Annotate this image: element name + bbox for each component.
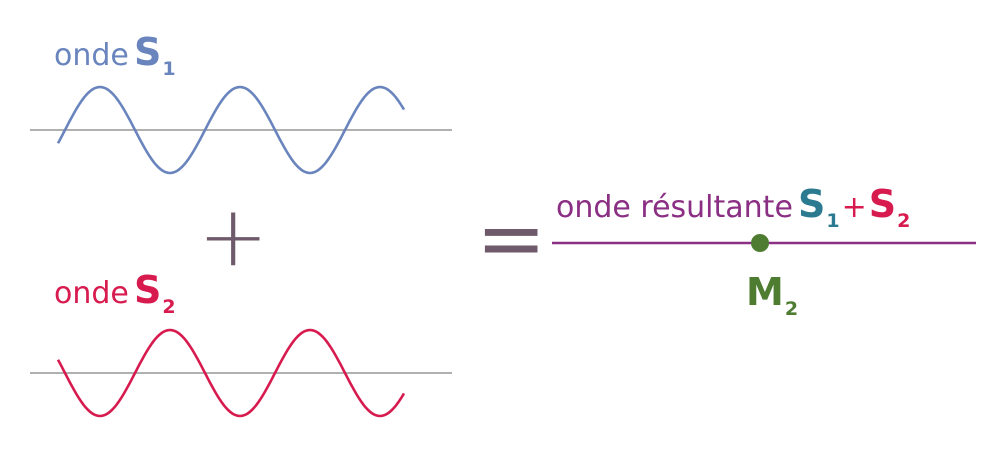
equals-operator: =: [476, 189, 547, 287]
plus-operator: +: [198, 187, 269, 285]
wave-s1-label: onde S1: [54, 30, 176, 80]
resultant-s2-symbol: S: [868, 182, 897, 226]
point-m2-label: M2: [746, 270, 798, 320]
wave-s2-curve: [56, 328, 406, 418]
wave-s1-symbol: S: [133, 30, 162, 74]
resultant-s1-subscript: 1: [826, 210, 840, 232]
resultant-label: onde résultante S1+S2: [556, 182, 910, 232]
wave-s1-prefix: onde: [54, 38, 129, 73]
point-m2-subscript: 2: [784, 298, 799, 320]
wave-s2-subscript: 2: [162, 296, 176, 318]
resultant-s1-symbol: S: [798, 182, 826, 226]
wave-s2-label: onde S2: [54, 268, 176, 318]
wave-s2-symbol: S: [133, 268, 162, 312]
wave-s1-subscript: 1: [162, 58, 176, 80]
resultant-s2-subscript: 2: [897, 210, 911, 232]
resultant-plus: +: [841, 190, 867, 225]
point-m2-dot: [751, 234, 769, 252]
resultant-prefix: onde résultante: [556, 190, 793, 225]
wave-s1-curve: [56, 85, 406, 175]
point-m2-symbol: M: [746, 270, 784, 314]
wave-s2-prefix: onde: [54, 276, 129, 311]
